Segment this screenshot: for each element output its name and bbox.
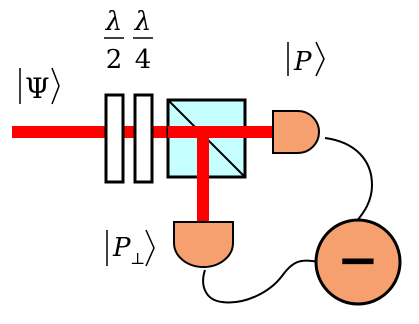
half-wave-plate (104, 93, 125, 184)
svg-text:⊥: ⊥ (130, 249, 145, 268)
detector-p-label: P (287, 41, 325, 77)
detector-p-perp (173, 221, 234, 268)
detector-p-perp-label: P ⊥ (106, 229, 155, 268)
svg-text:λ: λ (105, 7, 122, 37)
quarter-wave-plate (133, 93, 154, 184)
half-wave-label: λ 2 (104, 7, 124, 75)
difference-symbol: − (337, 230, 379, 289)
detector-p (272, 110, 320, 154)
svg-text:Ψ: Ψ (25, 72, 50, 105)
svg-text:2: 2 (106, 45, 123, 75)
svg-text:λ: λ (134, 7, 151, 37)
svg-text:P: P (293, 47, 312, 77)
input-state-label: Ψ (19, 67, 60, 105)
cable-p (324, 137, 374, 229)
difference-amplifier (314, 218, 402, 306)
quarter-wave-label: λ 4 (133, 7, 153, 75)
transmitted-beam (168, 126, 290, 138)
cable-p-perp (202, 259, 319, 304)
svg-text:P: P (112, 233, 131, 263)
svg-text:4: 4 (135, 45, 152, 75)
reflected-beam (197, 132, 209, 228)
